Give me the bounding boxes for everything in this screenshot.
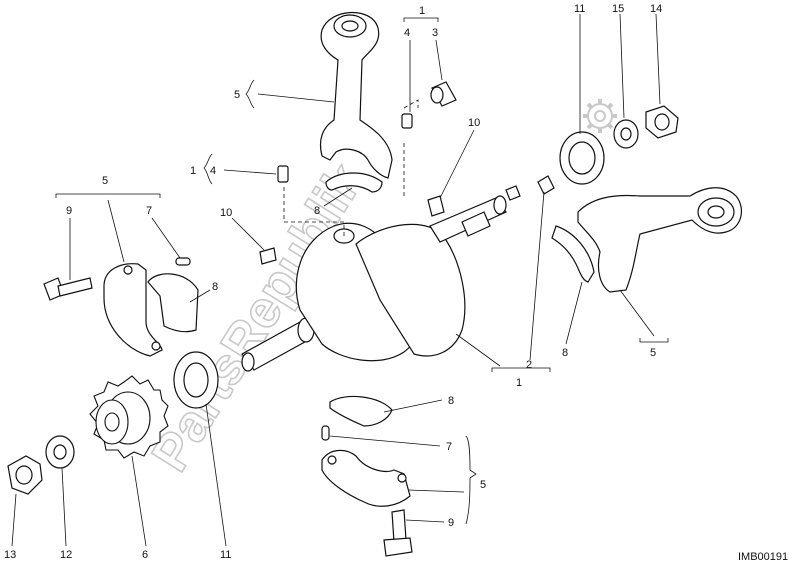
- plug-upper: [430, 81, 457, 107]
- leader-5-bottom: [407, 489, 465, 493]
- pin-bottom: [321, 425, 330, 441]
- oil-path-line: [403, 99, 419, 196]
- leader-5-right: [619, 289, 655, 337]
- callout-1-top: 1: [419, 5, 425, 17]
- nut-right: [645, 105, 679, 139]
- bracket-bottom-5: [465, 435, 477, 525]
- callout-7-bottom: 7: [446, 441, 452, 453]
- gear-icon: [583, 99, 617, 133]
- leader-7-bottom: [329, 435, 441, 447]
- callout-3-top: 3: [432, 27, 438, 39]
- jet-upper: [401, 113, 413, 129]
- callout-8-top: 8: [314, 205, 320, 217]
- diagram-code: IMB00191: [738, 551, 788, 563]
- callout-9-left: 9: [66, 205, 72, 217]
- callout-5-right: 5: [650, 347, 656, 359]
- plug-right: [537, 175, 555, 195]
- callout-8-left: 8: [212, 281, 218, 293]
- leader-11-bottom: [205, 403, 227, 547]
- callout-1-left: 1: [190, 165, 196, 177]
- leader-8-top: [323, 187, 353, 207]
- washer-left: [45, 435, 75, 469]
- callout-4-top: 4: [404, 27, 410, 39]
- leader-8-right: [565, 281, 583, 345]
- callout-5-bottom: 5: [480, 479, 486, 491]
- plug-left: [259, 247, 277, 265]
- leader-9-bottom: [405, 519, 445, 523]
- bracket-top-1: [403, 17, 439, 22]
- callout-9-bottom: 9: [448, 517, 454, 529]
- bracket-left-5: [55, 193, 161, 198]
- connecting-rod-right: [551, 187, 743, 293]
- callout-12: 12: [60, 549, 72, 561]
- callout-11-right: 11: [574, 3, 585, 15]
- crankshaft: [241, 185, 521, 372]
- leader-12: [61, 467, 67, 547]
- leader-6: [131, 455, 147, 547]
- bracket-left-5-upper: [245, 79, 255, 109]
- bolt-bottom: [383, 509, 413, 557]
- leader-7-left: [151, 217, 181, 259]
- callout-8-right: 8: [562, 347, 568, 359]
- leader-13: [11, 493, 17, 547]
- callout-5-top: 5: [234, 89, 240, 101]
- callout-10-left: 10: [220, 207, 232, 219]
- callout-10-mid: 10: [468, 117, 480, 129]
- callout-6: 6: [142, 549, 148, 561]
- callout-8-bottom: 8: [448, 395, 454, 407]
- main-bearing-bottom: [321, 449, 411, 507]
- leader-5-top: [257, 93, 335, 103]
- callout-15: 15: [612, 3, 624, 15]
- thrust-washer-right: [559, 131, 605, 185]
- callout-14: 14: [650, 3, 662, 15]
- leader-8-bottom: [383, 399, 443, 413]
- jet-left: [277, 165, 289, 183]
- main-bearing-left: [103, 263, 199, 357]
- pin-left: [175, 257, 191, 266]
- callout-13: 13: [4, 549, 16, 561]
- bolt-left: [43, 277, 93, 301]
- thrust-washer-left: [173, 351, 219, 409]
- washer-right: [613, 119, 639, 149]
- oil-path-line: [283, 184, 345, 236]
- callout-5-left: 5: [102, 175, 108, 187]
- leader-5-left-a: [107, 199, 125, 263]
- leader-8-left: [189, 289, 211, 303]
- callout-7-left: 7: [146, 205, 152, 217]
- leader-10-left: [231, 217, 265, 251]
- bearing-shell-bottom: [329, 395, 393, 427]
- leader-4-left: [223, 169, 277, 175]
- leader-10-mid: [439, 129, 475, 199]
- callout-1-bottom: 1: [516, 377, 522, 389]
- bracket-left-1: [203, 153, 213, 185]
- leader-1-bottom: [455, 333, 501, 367]
- leader-2: [529, 191, 545, 361]
- timing-gear: [89, 375, 169, 459]
- connecting-rod-upper: [319, 11, 393, 193]
- leader-15: [619, 13, 625, 119]
- bracket-bottom-1: [491, 367, 551, 372]
- callout-2: 2: [526, 359, 532, 371]
- callout-4-left: 4: [210, 165, 216, 177]
- leader-3-top: [435, 39, 443, 81]
- callout-11-bottom: 11: [220, 549, 231, 561]
- nut-left: [7, 455, 43, 495]
- leader-14: [655, 13, 661, 105]
- plug-mid: [427, 195, 445, 217]
- bracket-right-5: [639, 338, 669, 343]
